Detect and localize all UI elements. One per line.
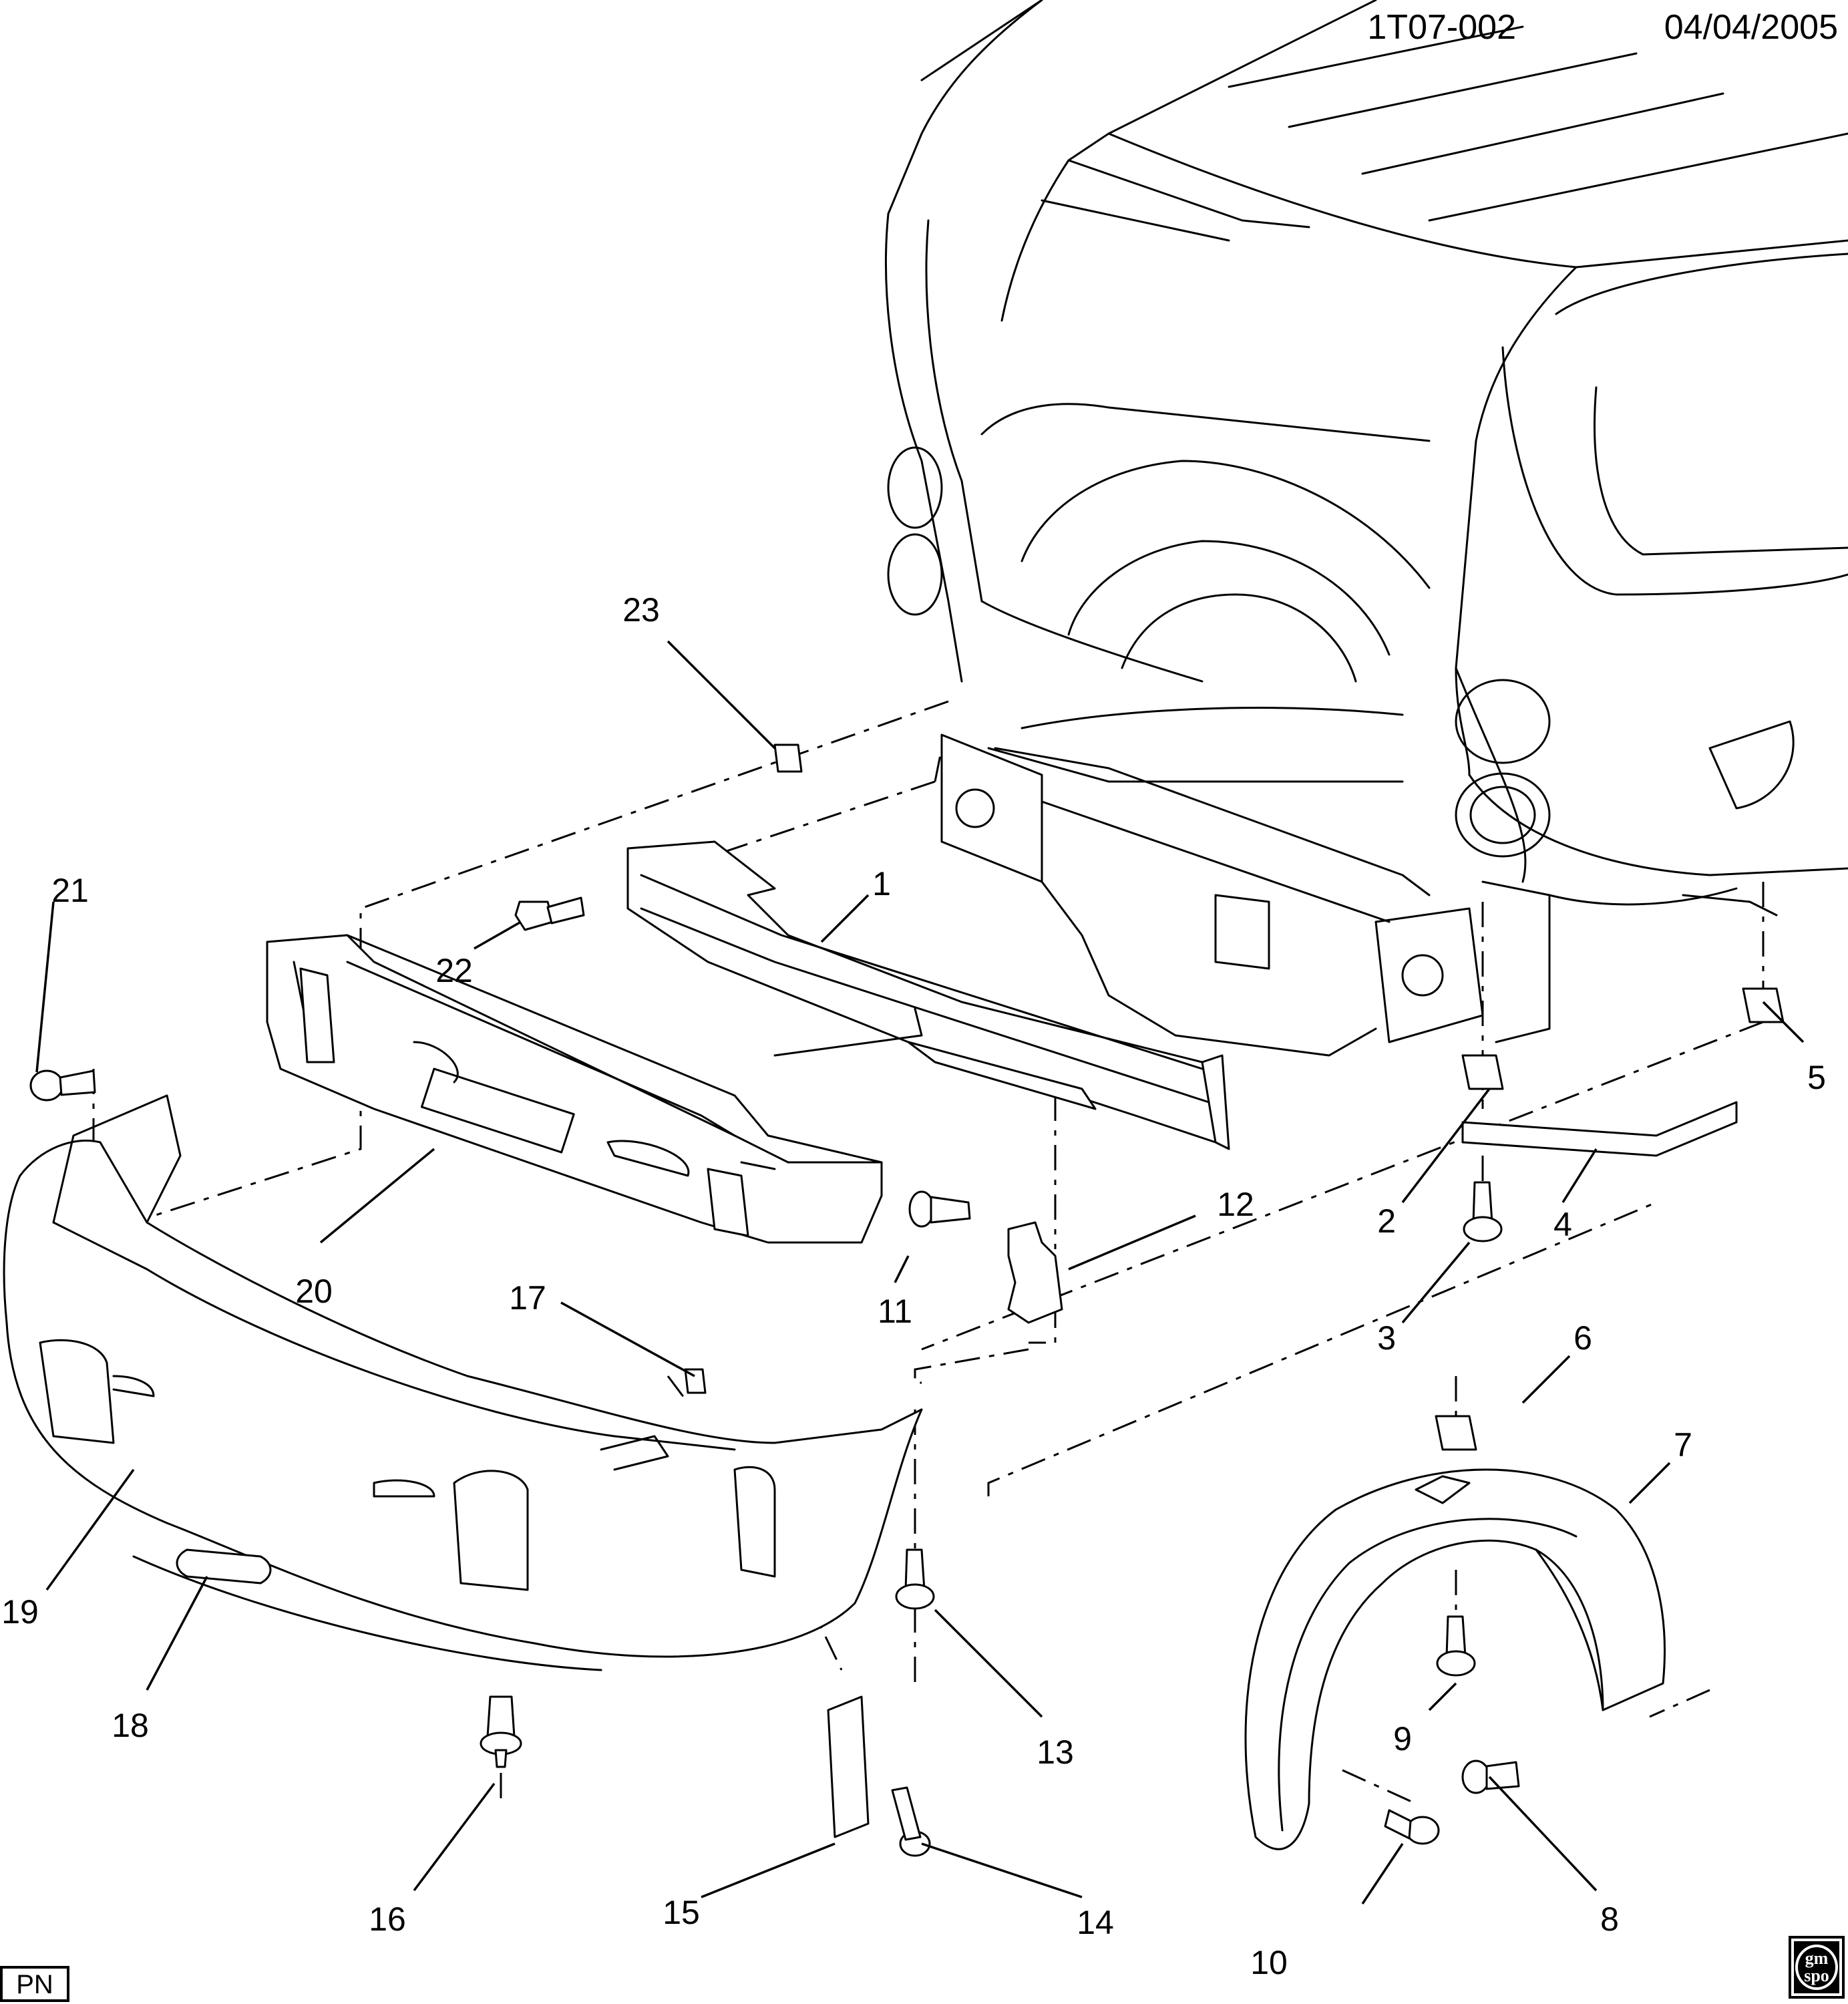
diagram-id: 1T07-002 bbox=[1367, 8, 1516, 47]
callout-23: 23 bbox=[622, 591, 660, 629]
pn-box bbox=[0, 1966, 69, 2002]
callout-17: 17 bbox=[509, 1279, 546, 1317]
clip-icon bbox=[1435, 1415, 1477, 1451]
callout-6: 6 bbox=[1574, 1319, 1592, 1357]
callout-8: 8 bbox=[1600, 1900, 1619, 1938]
leader-lines bbox=[35, 640, 1805, 1904]
callout-5: 5 bbox=[1807, 1059, 1826, 1096]
tail-lamp-lower-icon bbox=[1455, 772, 1551, 858]
callout-2: 2 bbox=[1377, 1202, 1396, 1240]
callout-9: 9 bbox=[1393, 1720, 1412, 1758]
callout-11: 11 bbox=[878, 1293, 912, 1330]
callout-14: 14 bbox=[1077, 1904, 1114, 1941]
callout-21: 21 bbox=[51, 872, 89, 909]
callout-10: 10 bbox=[1250, 1944, 1288, 1981]
callout-1: 1 bbox=[872, 865, 891, 902]
logo-line-2: spo bbox=[1804, 1966, 1829, 1985]
clip-icon bbox=[1461, 1054, 1504, 1090]
logo-line-1: gm bbox=[1805, 1949, 1829, 1968]
screw-icon bbox=[1436, 1615, 1476, 1677]
gm-spo-logo-icon: gm spo bbox=[1789, 1936, 1845, 1999]
bracket-icon bbox=[1461, 1101, 1738, 1157]
callout-20: 20 bbox=[295, 1273, 333, 1310]
tail-lamp-upper-icon bbox=[1455, 679, 1551, 764]
part-20-energy-absorber bbox=[266, 934, 883, 1244]
diagram-date: 04/04/2005 bbox=[1664, 8, 1838, 47]
push-pin-icon bbox=[1384, 1809, 1440, 1845]
reflector-icon bbox=[176, 1548, 272, 1584]
header: 1T07-002 04/04/2005 bbox=[1367, 8, 1838, 47]
clip-icon bbox=[684, 1368, 707, 1394]
callout-19: 19 bbox=[1, 1593, 39, 1631]
bolt-icon bbox=[514, 896, 585, 931]
screw-icon bbox=[29, 1069, 96, 1102]
fasteners bbox=[29, 743, 1785, 1857]
callout-12: 12 bbox=[1217, 1186, 1254, 1223]
part-19-bumper-fascia bbox=[3, 1094, 923, 1671]
pn-label: PN bbox=[16, 1970, 53, 1999]
callout-7: 7 bbox=[1674, 1426, 1692, 1464]
callout-16: 16 bbox=[369, 1900, 406, 1938]
assembly-lines bbox=[92, 700, 1765, 1805]
push-pin-icon bbox=[480, 1695, 522, 1768]
callout-15: 15 bbox=[663, 1894, 700, 1931]
screw-icon bbox=[1463, 1181, 1503, 1242]
callout-22: 22 bbox=[435, 952, 473, 989]
callout-13: 13 bbox=[1037, 1733, 1074, 1771]
screw-icon bbox=[895, 1548, 935, 1610]
push-pin-icon bbox=[908, 1190, 971, 1228]
bracket-icon bbox=[1007, 1221, 1063, 1324]
callouts: 1 2 3 4 5 6 7 8 9 10 11 12 13 14 15 16 1… bbox=[1, 591, 1826, 1981]
part-1-reinforcement bbox=[626, 840, 1230, 1150]
screw-icon bbox=[891, 1786, 931, 1857]
callout-18: 18 bbox=[112, 1707, 149, 1744]
vehicle-rear-body bbox=[885, 0, 1848, 1057]
footer: PN gm spo bbox=[0, 1936, 1845, 2002]
callout-3: 3 bbox=[1377, 1319, 1396, 1357]
reflector-icon bbox=[827, 1695, 870, 1838]
clip-nut-icon bbox=[773, 743, 803, 773]
part-7-wheelhouse-liner bbox=[1244, 1468, 1666, 1850]
callout-4: 4 bbox=[1553, 1206, 1572, 1243]
